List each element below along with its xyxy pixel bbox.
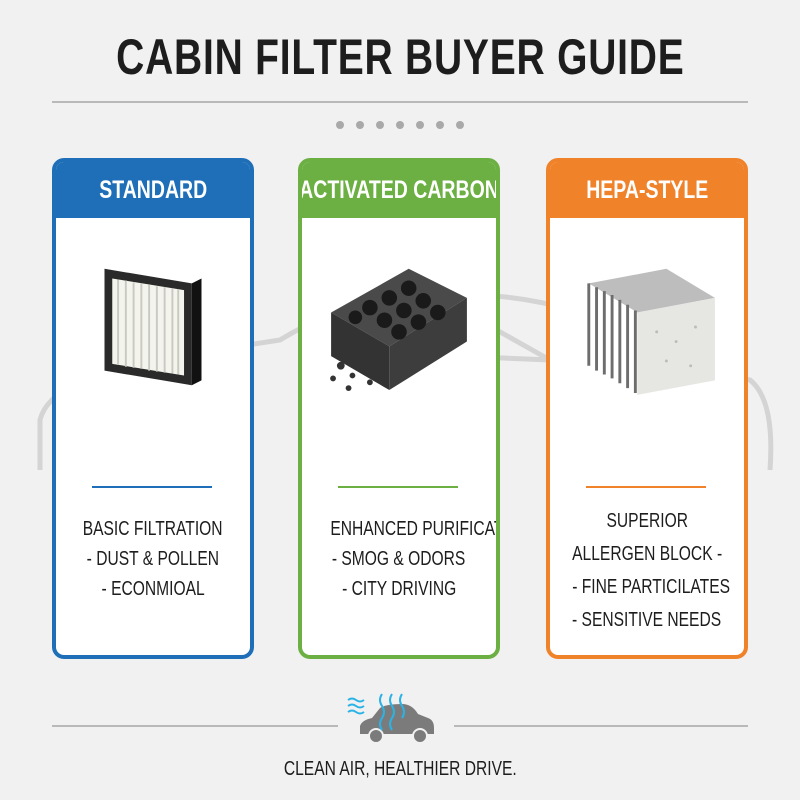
car-clean-air-icon [347,693,434,744]
decorative-dots [336,121,464,129]
title-divider [52,101,748,103]
card-divider [92,486,212,488]
card-standard: STANDARD BASIC FILTRATION - DUST & POLLE… [52,158,254,659]
card-features: BASIC FILTRATION - DUST & POLLEN - ECONM… [83,518,223,600]
card-features: SUPERIOR ALLERGEN BLOCK - - FINE PARTICI… [571,510,731,631]
card-activated-carbon: ACTIVATED CARBON ENHANCED PURIFICATION -… [298,158,500,659]
page-title: CABIN FILTER BUYER GUIDE [115,29,685,85]
card-features: ENHANCED PURIFICATION - SMOG & ODORS - C… [330,518,496,600]
footer-divider-right [454,725,748,727]
card-hepa-style: HEPA-STYLE SUPERIOR ALLERGEN BLOCK - - F… [546,158,748,659]
card-divider [338,486,458,488]
hepa-pleated-filter-icon [587,268,715,395]
footer-divider-left [52,725,338,727]
carbon-honeycomb-filter-icon [330,268,467,392]
card-header: STANDARD [56,162,250,218]
card-header: HEPA-STYLE [550,162,744,218]
footer-tagline: CLEAN AIR, HEALTHIER DRIVE. [283,758,517,780]
card-divider [586,486,706,488]
pleated-filter-icon [104,268,202,386]
card-header: ACTIVATED CARBON [302,162,496,218]
